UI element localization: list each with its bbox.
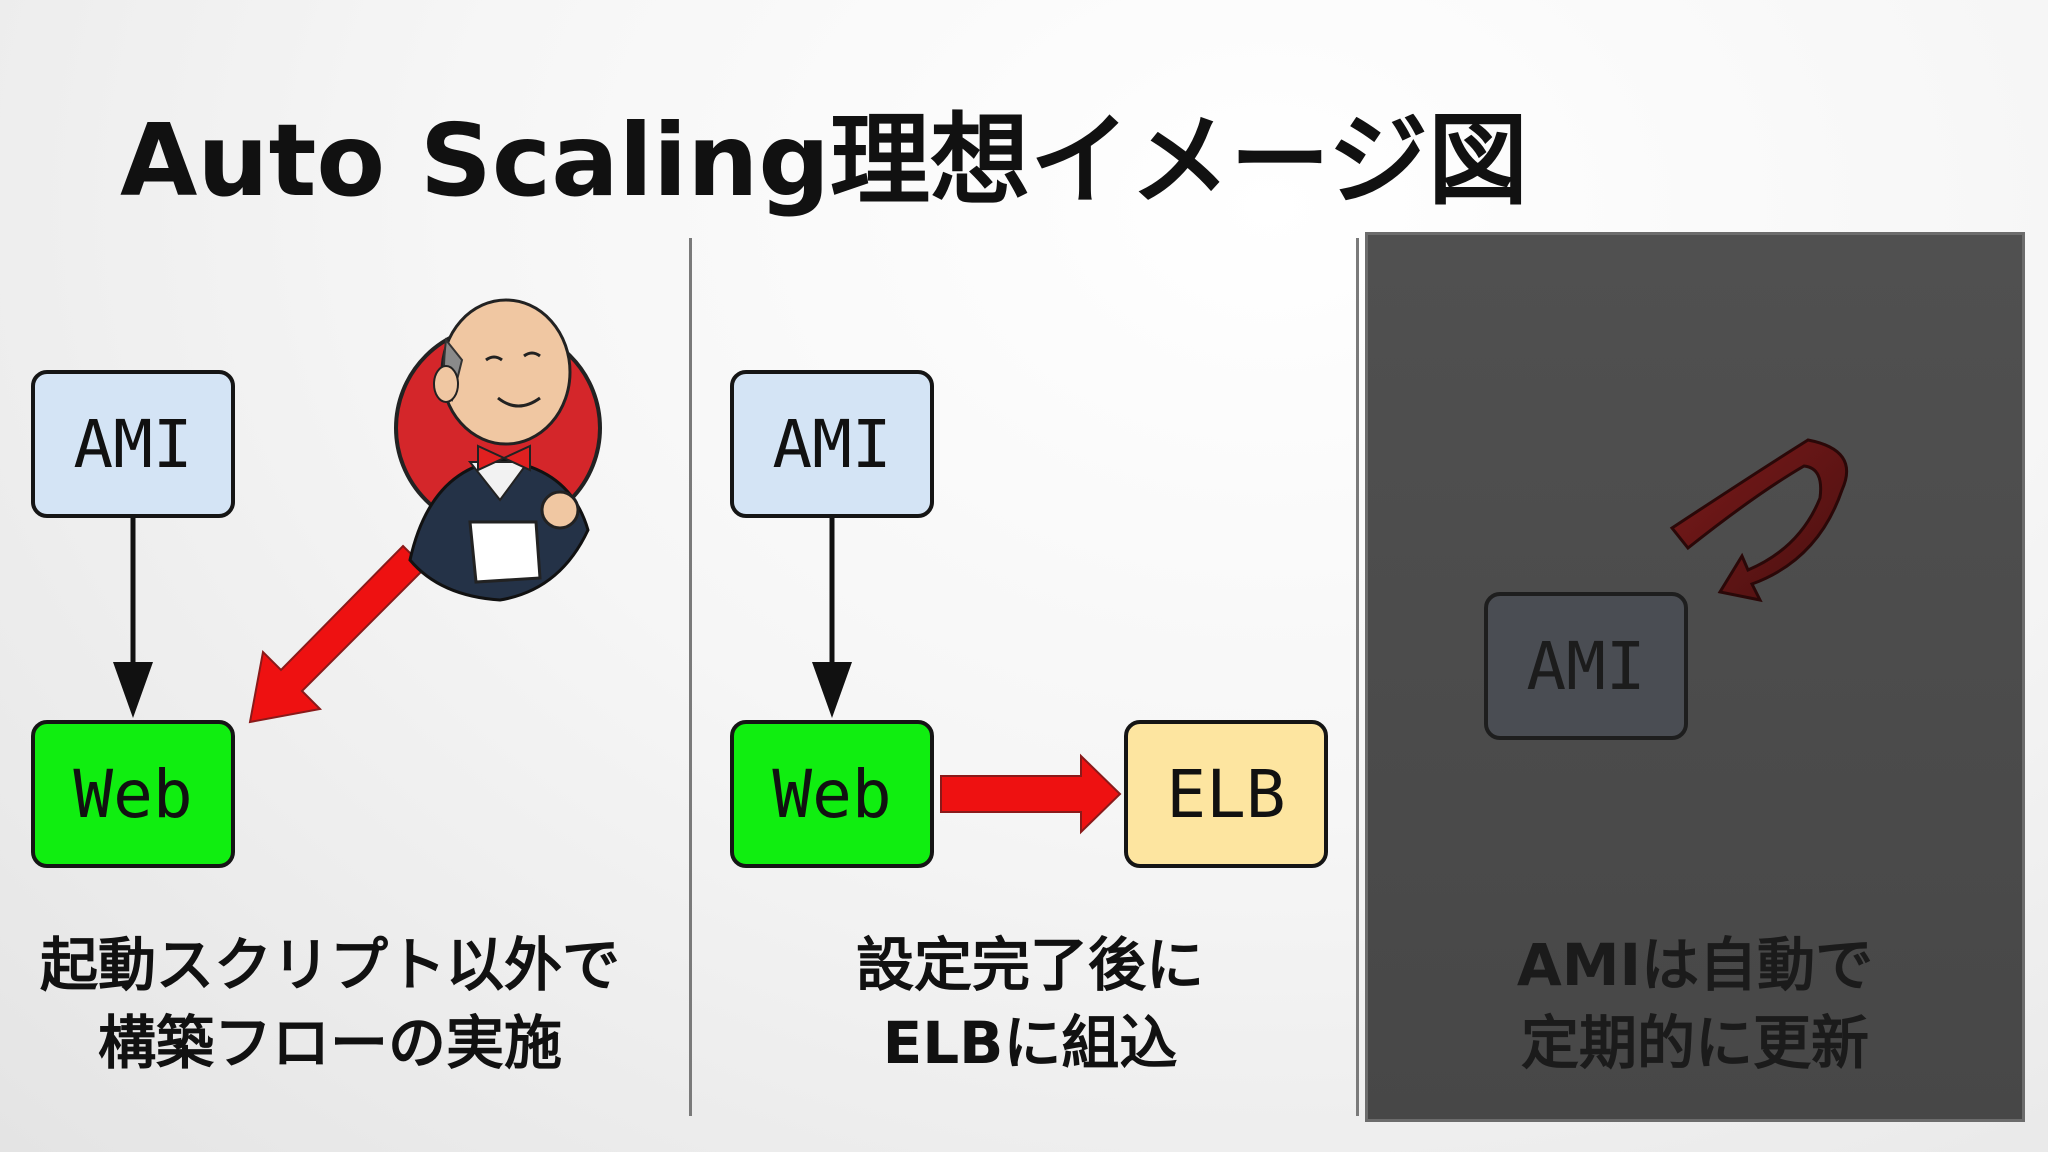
arrow-ami-to-web-2 [812,517,852,718]
web-box-2: Web [730,720,934,868]
ami-box-2: AMI [730,370,934,518]
ami-box-1: AMI [31,370,235,518]
elb-box: ELB [1124,720,1328,868]
divider-right [1356,238,1359,1116]
divider-left [689,238,692,1116]
caption-panel-3: AMIは自動で 定期的に更新 [1516,931,1874,1077]
red-arrow-jenkins-to-web [248,544,427,724]
caption-panel-2: 設定完了後に ELBに組込 [855,931,1204,1077]
web-box-1: Web [31,720,235,868]
curl-arrow-update-icon [1669,438,1848,603]
arrow-ami-to-web-1 [113,517,153,718]
caption-panel-1: 起動スクリプト以外で 構築フローの実施 [40,931,621,1077]
red-arrow-web-to-elb [940,753,1122,835]
ami-box-3: AMI [1484,592,1688,740]
dimmed-panel [1365,232,2025,1122]
jenkins-butler-icon [394,298,602,602]
slide-title: Auto Scaling理想イメージ図 [120,102,1529,219]
